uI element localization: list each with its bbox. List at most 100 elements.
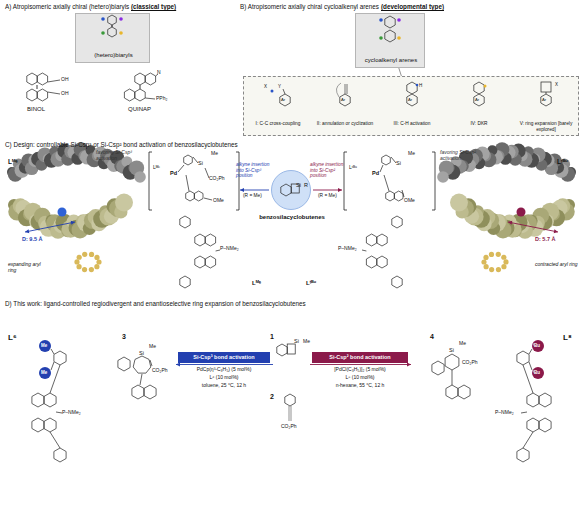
benzene-ring xyxy=(44,418,56,432)
chiral-axis xyxy=(37,85,38,89)
node-text: benzosilacyclobutenes xyxy=(247,214,337,221)
text-label: Me xyxy=(211,151,218,157)
bond-line xyxy=(50,432,60,448)
benzene-ring xyxy=(539,418,551,432)
text-label: Ar xyxy=(341,98,345,103)
substrate-atom xyxy=(96,259,101,264)
benzene-ring xyxy=(280,94,290,106)
cycloalkenyl-ring xyxy=(407,82,417,94)
bracket xyxy=(236,152,239,210)
palladium-atom xyxy=(58,208,67,217)
bond-line xyxy=(529,362,532,370)
bond-line xyxy=(523,432,533,448)
ligand-surface xyxy=(115,193,133,211)
substituent-dot xyxy=(101,31,105,35)
bond-line xyxy=(362,250,366,251)
seven-membered-ring xyxy=(133,356,151,373)
connector-line xyxy=(399,68,402,76)
chiral-axis xyxy=(111,25,112,27)
cycloalkenyl-ring xyxy=(474,82,484,94)
highlight-circle xyxy=(39,340,51,352)
benzene-ring xyxy=(27,73,37,85)
text-label: Ar xyxy=(281,98,285,103)
substrate-atom xyxy=(481,259,486,264)
text-label: A) Atropisomeric axially chiral (hetero)… xyxy=(5,3,129,10)
benzene-ring xyxy=(539,393,551,407)
bond-line xyxy=(204,198,212,200)
text-label: n-hexane, 55 °C, 12 h xyxy=(312,383,408,389)
connector xyxy=(399,68,402,76)
benzene-ring xyxy=(377,256,387,268)
bracket xyxy=(149,152,152,210)
text-label: OMe xyxy=(404,198,415,204)
benzene-ring xyxy=(135,73,145,85)
text-label: Si xyxy=(396,160,401,166)
text-label: Lᴹᵉ xyxy=(153,165,160,171)
benzene-ring xyxy=(145,73,155,85)
text-label: Ar xyxy=(542,98,546,103)
substituent-dot xyxy=(119,17,123,21)
text-label: Si xyxy=(139,350,144,356)
substrate-atom xyxy=(82,267,87,272)
text-label: L⁶ (10 mol%) xyxy=(178,375,270,381)
reaction-arrow xyxy=(508,222,558,232)
reaction-arrow xyxy=(25,222,75,232)
reaction-arrow xyxy=(313,190,342,191)
benzene-ring xyxy=(205,256,215,268)
substrate-atom xyxy=(484,264,489,269)
text-label: CO₂Ph xyxy=(281,424,297,430)
text-label: (R = Me) xyxy=(243,193,262,199)
ligand-surface xyxy=(450,193,468,211)
text-label: 2 xyxy=(270,393,274,401)
node-text: (hetero)biaryls xyxy=(76,52,151,59)
benzene-ring xyxy=(132,385,144,399)
substrate-atom xyxy=(503,259,508,264)
arrow-head xyxy=(25,229,29,233)
benzene-ring xyxy=(517,448,529,462)
text-label: favoring Si-Csp³ activation xyxy=(96,150,148,162)
protein-surface xyxy=(134,171,146,183)
bond-line xyxy=(48,80,60,82)
arrow-head xyxy=(508,221,512,225)
text-label: Lᴹᵉ xyxy=(252,280,261,287)
text-label: OMe xyxy=(213,198,224,204)
node-text: I: C-C cross-coupling xyxy=(246,121,310,127)
text-label: ᵗBu xyxy=(533,343,540,348)
substrate-atom xyxy=(496,252,501,257)
bond-line xyxy=(51,349,54,354)
text-label: Me xyxy=(149,344,156,350)
benzene-ring xyxy=(392,276,402,288)
benzene-ring xyxy=(144,385,156,399)
text-label: D: 9.5 Å xyxy=(22,236,42,242)
text-label: L⁸ xyxy=(563,333,572,342)
benzene-ring xyxy=(285,394,295,406)
arrow-head xyxy=(176,363,180,367)
text-label: Me xyxy=(41,370,47,375)
substrate-atom xyxy=(89,267,94,272)
bracket xyxy=(432,152,435,210)
strategy-box: I: C-C cross-couplingII: annulation or c… xyxy=(243,76,579,136)
text-label: CO₂Ph xyxy=(462,360,478,366)
text-label: N xyxy=(157,70,161,76)
cyclobutene-ring xyxy=(541,82,551,92)
substituent-dot xyxy=(271,90,274,93)
text-label: ᵗBu xyxy=(533,370,540,375)
bond-line xyxy=(546,92,547,94)
node-text: Si-Csp³ bond activation xyxy=(178,354,270,360)
reaction-arrow xyxy=(176,364,273,365)
text-label: L⁸ (10 mol%) xyxy=(312,375,408,381)
chiral-axis xyxy=(140,85,141,89)
text-label: Me xyxy=(459,341,466,347)
benzene-ring xyxy=(527,393,539,407)
bond-line xyxy=(193,157,198,163)
text-label: alkyne insertion into Si-Csp³ position xyxy=(236,162,272,179)
text-label: contracted aryl ring xyxy=(535,262,579,268)
substituent-dot xyxy=(397,18,401,22)
benzene-ring xyxy=(118,357,130,371)
substituent-dot xyxy=(379,36,383,40)
benzene-ring xyxy=(108,15,117,25)
benzene-ring xyxy=(432,361,444,375)
